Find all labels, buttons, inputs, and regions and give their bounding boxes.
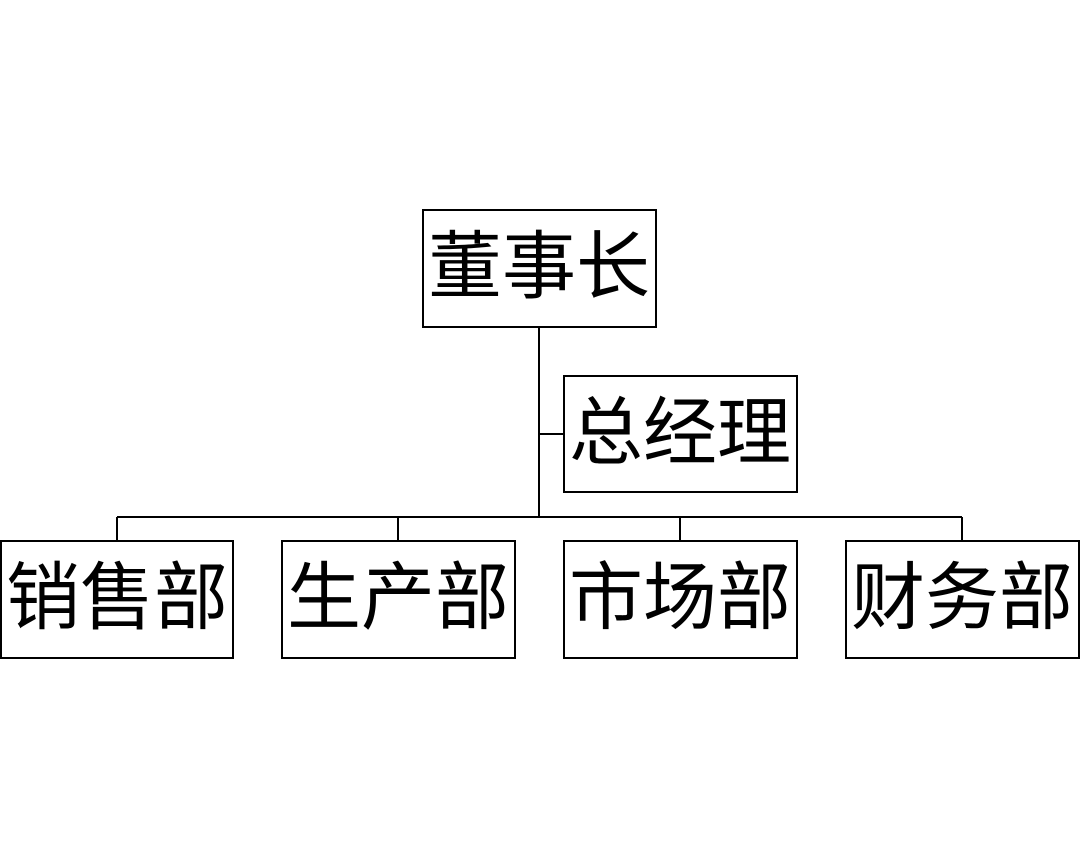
node-chairman-box [422,209,657,328]
node-dept-marketing: 市场部 [563,540,798,659]
node-general-manager-box [563,375,798,493]
node-chairman-label: 董事长 [428,224,650,310]
node-dept-production-box [281,540,516,659]
node-dept-marketing-box [563,540,798,659]
node-dept-marketing-label: 市场部 [569,555,791,641]
node-general-manager: 总经理 [563,375,798,493]
node-dept-production-label: 生产部 [287,555,509,641]
node-general-manager-label: 总经理 [569,390,791,476]
connectors [116,327,963,541]
node-dept-finance: 财务部 [845,540,1080,659]
node-dept-finance-label: 财务部 [851,555,1073,641]
node-dept-sales-box [0,540,234,659]
node-dept-production: 生产部 [281,540,516,659]
node-dept-sales: 销售部 [0,540,234,659]
node-dept-finance-box [845,540,1080,659]
node-chairman: 董事长 [422,209,657,328]
node-dept-sales-label: 销售部 [6,555,228,641]
